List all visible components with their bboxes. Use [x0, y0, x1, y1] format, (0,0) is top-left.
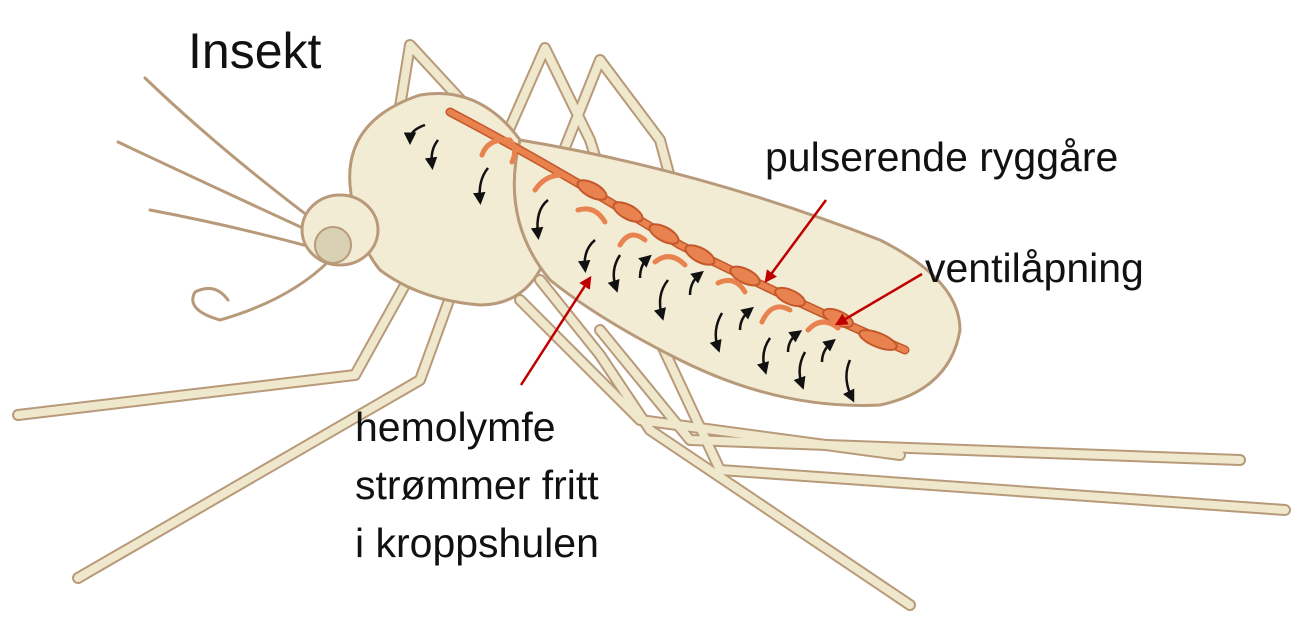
antennae	[118, 78, 330, 320]
label-hemolymph-line-3: i kroppshulen	[355, 514, 599, 572]
label-hemolymph: hemolymfe strømmer fritt i kroppshulen	[355, 398, 599, 572]
label-valve-opening: ventilåpning	[925, 245, 1144, 292]
label-dorsal-vessel: pulserende ryggåre	[765, 134, 1118, 181]
label-hemolymph-line-2: strømmer fritt	[355, 456, 599, 514]
diagram-title: Insekt	[188, 22, 321, 80]
head	[302, 195, 378, 265]
label-hemolymph-line-1: hemolymfe	[355, 398, 599, 456]
